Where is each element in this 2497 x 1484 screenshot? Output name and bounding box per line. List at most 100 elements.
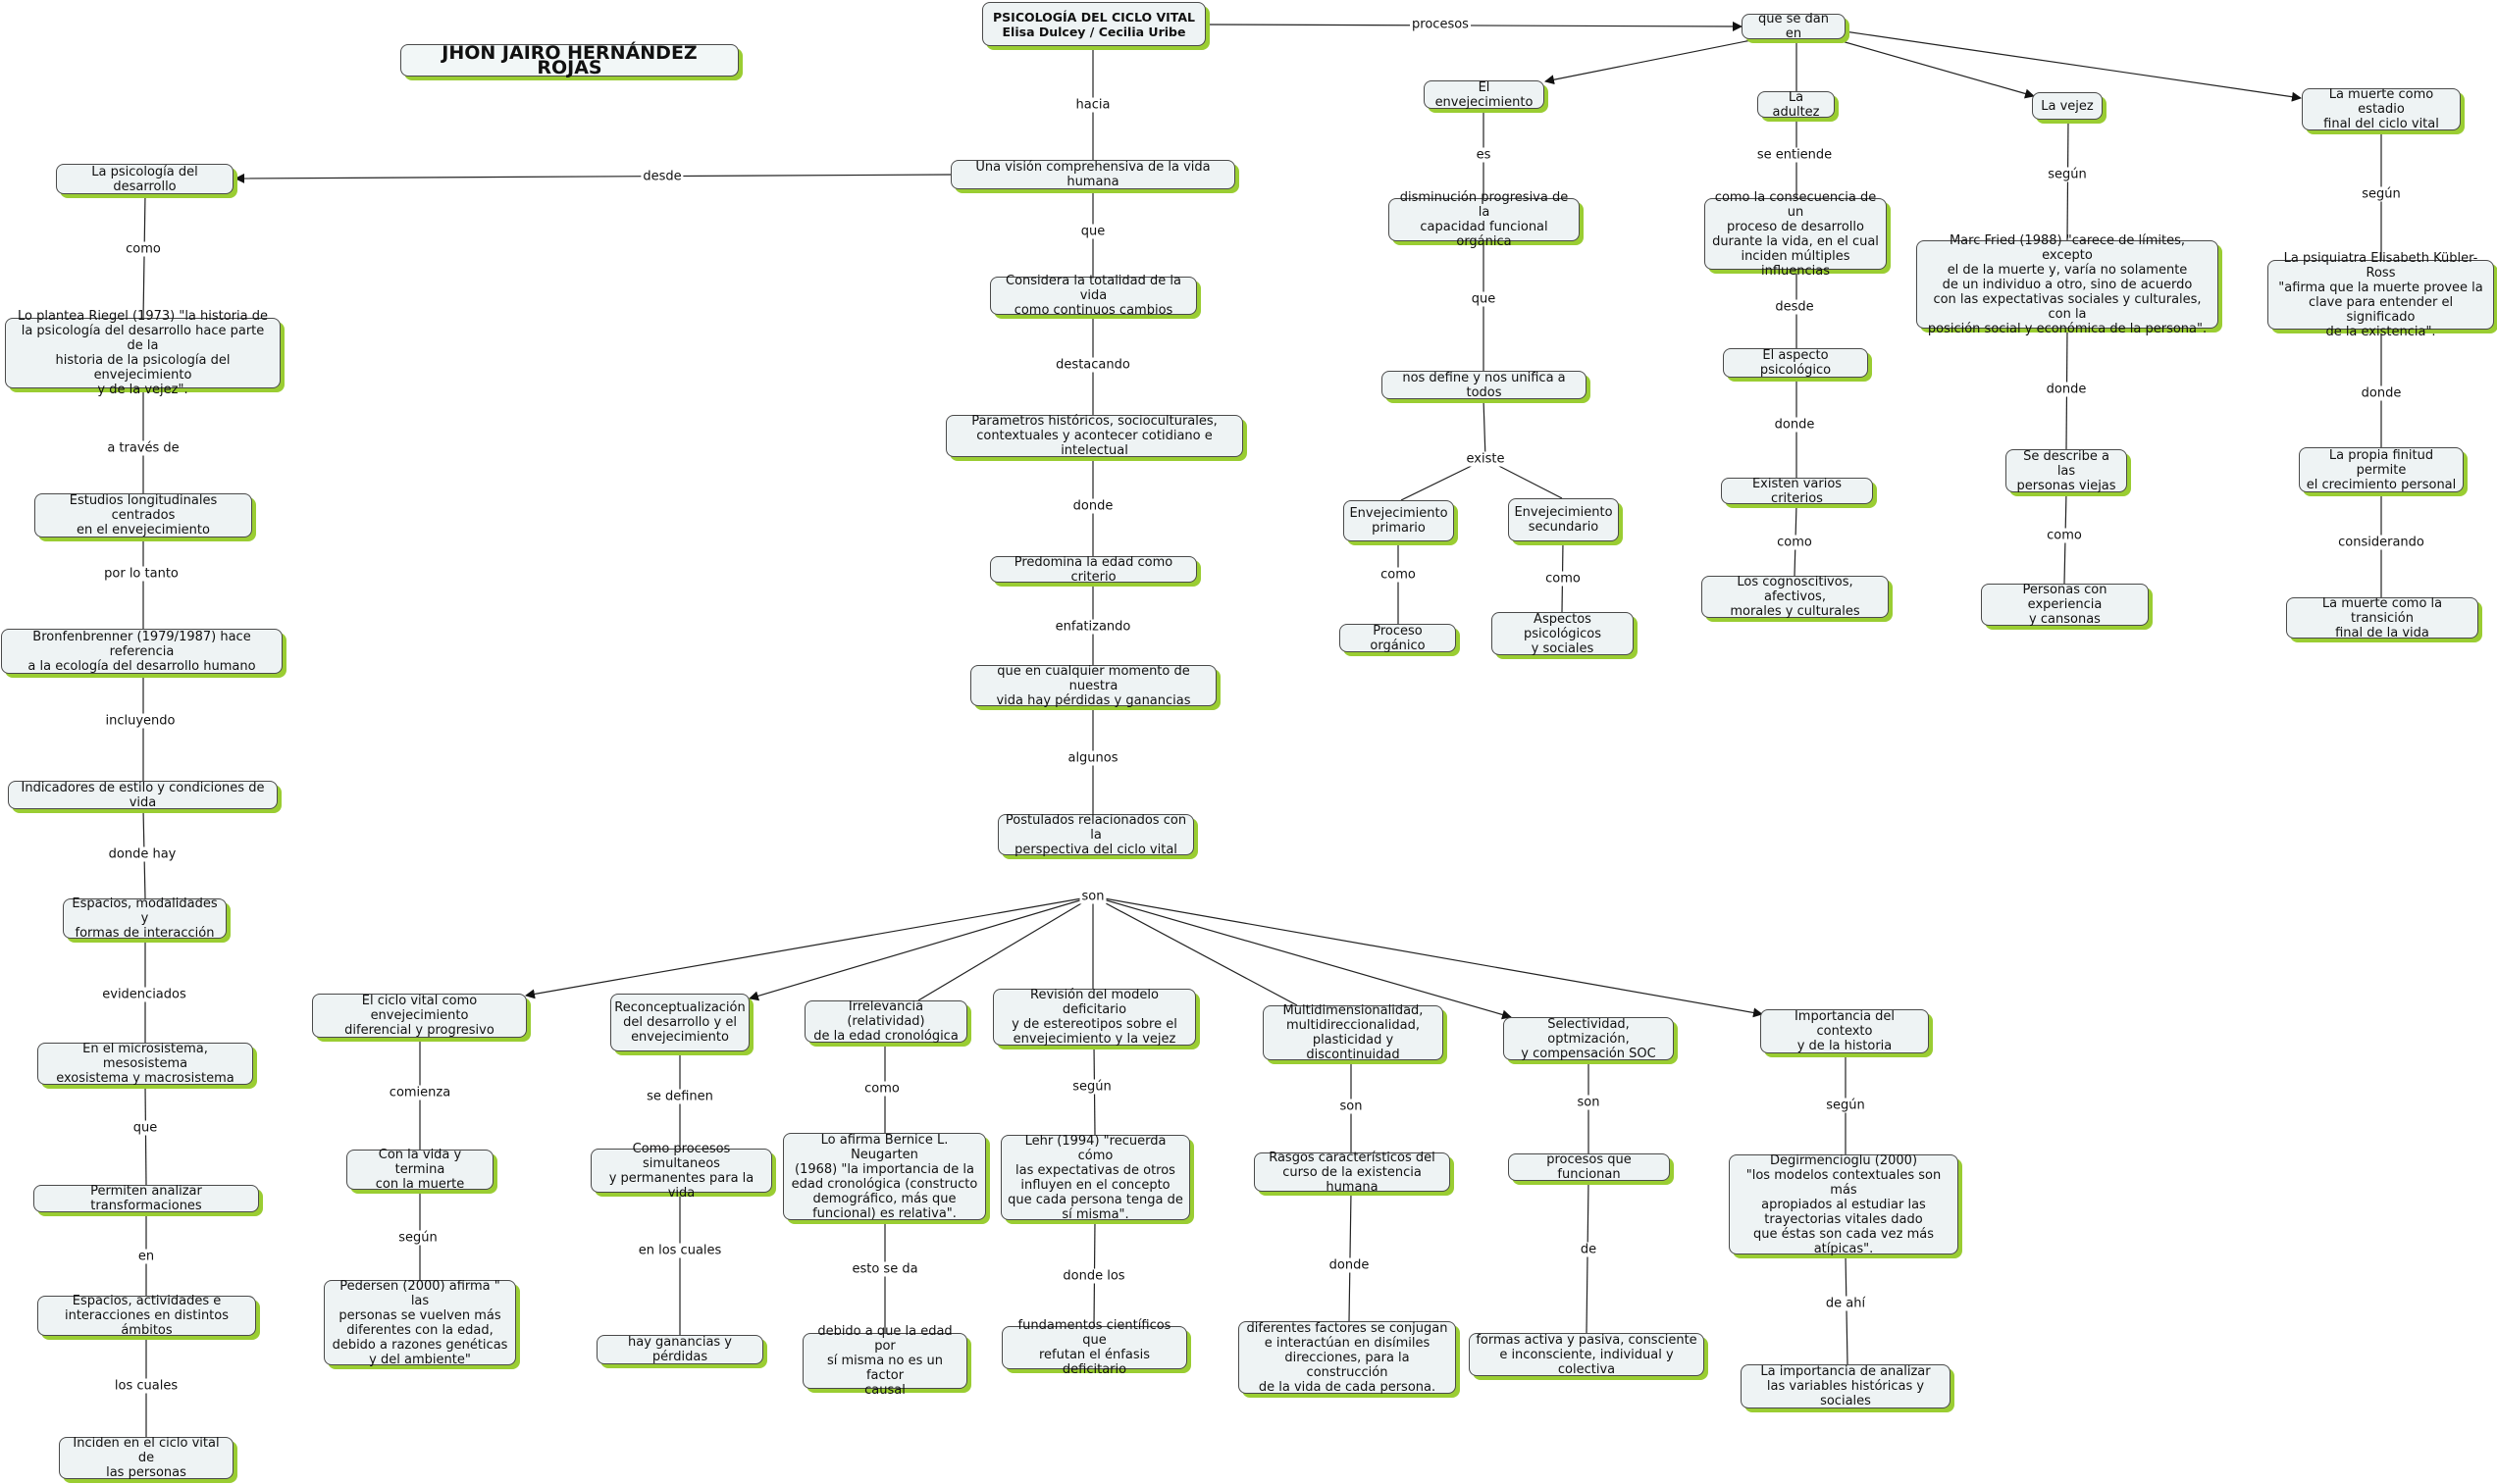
- link-label: que: [130, 1120, 160, 1136]
- concept-indicadores[interactable]: Indicadores de estilo y condiciones de v…: [8, 781, 278, 810]
- concept-proceso-organico[interactable]: Proceso orgánico: [1339, 624, 1456, 653]
- link-son-ciclo: [525, 896, 1094, 999]
- link-label: hacia: [1073, 97, 1113, 113]
- link-label: donde: [1327, 1257, 1372, 1273]
- concept-permiten[interactable]: Permiten analizar transformaciones: [33, 1184, 259, 1213]
- link-sedan-muerte: [1844, 30, 2302, 102]
- concept-experiencia[interactable]: Personas con experiencia y cansonas: [1981, 583, 2149, 627]
- concept-consecuencia[interactable]: como la consecuencia de un proceso de de…: [1704, 190, 1887, 279]
- concept-kubler[interactable]: La psiquiatra Elisabeth Kübler-Ross "afi…: [2267, 251, 2494, 339]
- link-label: donde: [2044, 382, 2089, 397]
- link-label: como: [1543, 571, 1583, 587]
- concept-env-primario[interactable]: Envejecimiento primario: [1343, 500, 1454, 541]
- concept-pedersen[interactable]: Pedersen (2000) afirma " las personas se…: [324, 1279, 516, 1367]
- link-label: de ahí: [1823, 1296, 1868, 1311]
- link-sedan-vejez: [1834, 38, 2035, 99]
- link-label: en: [135, 1249, 157, 1264]
- concept-revision[interactable]: Revisión del modelo deficitario y de est…: [993, 988, 1196, 1047]
- link-label: son: [1079, 889, 1107, 904]
- concept-riegel[interactable]: Lo plantea Riegel (1973) "la historia de…: [5, 309, 281, 397]
- concept-unifica[interactable]: nos define y nos unifica a todos: [1381, 371, 1587, 400]
- link-label: donde los: [1061, 1268, 1127, 1284]
- concept-ganancias[interactable]: hay ganancias y pérdidas: [597, 1335, 763, 1364]
- link-son-selectividad: [1092, 896, 1512, 1020]
- concept-irrelevancia[interactable]: Irrelevancia (relatividad) de la edad cr…: [805, 999, 967, 1044]
- concept-disminucion[interactable]: disminución progresiva de la capacidad f…: [1388, 190, 1580, 249]
- link-label: como: [1775, 535, 1814, 550]
- link-label: donde: [1772, 417, 1817, 433]
- concept-adultez[interactable]: La adultez: [1757, 90, 1835, 120]
- concept-procesos-sim[interactable]: Como procesos simultaneos y permanentes …: [591, 1142, 772, 1201]
- concept-estudios[interactable]: Estudios longitudinales centrados en el …: [34, 493, 252, 537]
- concept-perdidas[interactable]: que en cualquier momento de nuestra vida…: [970, 664, 1217, 708]
- concept-selectividad[interactable]: Selectividad, optmización, y compensació…: [1503, 1017, 1674, 1061]
- link-label: según: [2360, 186, 2403, 202]
- concept-cognoscitivos[interactable]: Los cognoscitivos, afectivos, morales y …: [1701, 575, 1889, 619]
- concept-considera[interactable]: Considera la totalidad de la vida como c…: [990, 274, 1197, 318]
- link-label: como: [862, 1081, 902, 1097]
- link-label: como: [2045, 528, 2084, 543]
- concept-con-vida[interactable]: Con la vida y termina con la muerte: [346, 1148, 494, 1192]
- link-label: desde: [641, 169, 684, 184]
- link-unifica-existe: [1483, 398, 1486, 460]
- link-label: es: [1474, 147, 1493, 163]
- concept-postulados[interactable]: Postulados relacionados con la perspecti…: [998, 813, 1194, 857]
- concept-vision[interactable]: Una visión comprehensiva de la vida huma…: [951, 160, 1235, 189]
- concept-marc-fried[interactable]: Marc Fried (1988) "carece de límites, ex…: [1916, 233, 2218, 336]
- concept-espacios-act[interactable]: Espacios, actividades e interacciones en…: [37, 1294, 256, 1338]
- concept-espacios-mod[interactable]: Espacios, modalidades y formas de intera…: [63, 896, 227, 941]
- concept-rasgos[interactable]: Rasgos característicos del curso de la e…: [1254, 1151, 1450, 1195]
- link-label: evidenciados: [100, 987, 188, 1002]
- link-label: destacando: [1054, 357, 1132, 373]
- link-label: que: [1469, 291, 1498, 307]
- concept-procesos-func[interactable]: procesos que funcionan: [1508, 1152, 1670, 1182]
- link-label: considerando: [2336, 535, 2426, 550]
- concept-importancia[interactable]: Importancia del contexto y de la histori…: [1760, 1009, 1929, 1053]
- concept-degirmencioglu[interactable]: Degirmencioglu (2000) "los modelos conte…: [1729, 1153, 1958, 1256]
- concept-psico-desarrollo[interactable]: La psicología del desarrollo: [56, 164, 234, 194]
- link-psico-riegel: [142, 193, 146, 320]
- link-label: de: [1578, 1242, 1599, 1257]
- concept-neugarten[interactable]: Lo afirma Bernice L. Neugarten (1968) "l…: [783, 1133, 986, 1221]
- link-label: los cuales: [112, 1378, 181, 1394]
- concept-muerte-estadio[interactable]: La muerte como estadio final del ciclo v…: [2302, 87, 2461, 131]
- link-label: donde: [1070, 498, 1116, 514]
- concept-vejez[interactable]: La vejez: [2032, 92, 2103, 120]
- concept-ciclo-vital[interactable]: El ciclo vital como envejecimiento difer…: [312, 994, 527, 1038]
- link-label: como: [124, 241, 163, 257]
- map-title[interactable]: PSICOLOGÍA DEL CICLO VITAL Elisa Dulcey …: [982, 2, 1206, 46]
- concept-aspectos-psico[interactable]: Aspectos psicológicos y sociales: [1491, 612, 1634, 656]
- link-sedan-envejec: [1544, 38, 1757, 85]
- concept-parametros[interactable]: Parametros históricos, socioculturales, …: [946, 414, 1243, 458]
- link-label: procesos: [1410, 17, 1471, 32]
- link-son-multidim: [1092, 896, 1298, 1006]
- concept-predomina[interactable]: Predomina la edad como criterio: [990, 555, 1197, 585]
- concept-transicion[interactable]: La muerte como la transición final de la…: [2286, 596, 2478, 640]
- link-label: según: [2046, 167, 2089, 182]
- concept-diferentes[interactable]: diferentes factores se conjugan e intera…: [1238, 1321, 1456, 1395]
- concept-envejecimiento[interactable]: El envejecimiento: [1424, 80, 1544, 110]
- concept-fundamentos[interactable]: fundamentos científicos que refutan el é…: [1002, 1318, 1187, 1377]
- concept-bronfen[interactable]: Bronfenbrenner (1979/1987) hace referenc…: [1, 629, 283, 674]
- link-label: algunos: [1066, 750, 1120, 766]
- concept-personas-viejas[interactable]: Se describe a las personas viejas: [2005, 449, 2127, 493]
- concept-env-secundario[interactable]: Envejecimiento secundario: [1508, 498, 1619, 541]
- link-label: según: [1824, 1098, 1867, 1113]
- concept-multidim[interactable]: Multidimensionalidad, multidireccionalid…: [1263, 1003, 1443, 1062]
- concept-finitud[interactable]: La propia finitud permite el crecimiento…: [2299, 447, 2464, 492]
- concept-aspecto-psico[interactable]: El aspecto psicológico: [1723, 348, 1868, 378]
- concept-reconceptualizacion[interactable]: Reconceptualización del desarrollo y el …: [610, 994, 750, 1051]
- concept-lehr[interactable]: Lehr (1994) "recuerda cómo las expectati…: [1001, 1134, 1190, 1222]
- link-label: esto se da: [850, 1261, 920, 1277]
- concept-formas[interactable]: formas activa y pasiva, consciente e inc…: [1469, 1333, 1704, 1377]
- link-label: se definen: [645, 1089, 715, 1104]
- concept-debido[interactable]: debido a que la edad por sí misma no es …: [803, 1324, 967, 1398]
- concept-microsistema[interactable]: En el microsistema, mesosistema exosiste…: [37, 1042, 253, 1086]
- concept-inciden[interactable]: Inciden en el ciclo vital de las persona…: [59, 1436, 234, 1480]
- link-label: existe: [1464, 451, 1507, 467]
- concept-se-dan[interactable]: que se dan en: [1742, 12, 1846, 41]
- concept-criterios[interactable]: Existen varios criterios: [1721, 477, 1873, 506]
- link-label: comienza: [387, 1085, 453, 1100]
- link-label: son: [1337, 1099, 1365, 1114]
- concept-variables[interactable]: La importancia de analizar las variables…: [1741, 1364, 1951, 1408]
